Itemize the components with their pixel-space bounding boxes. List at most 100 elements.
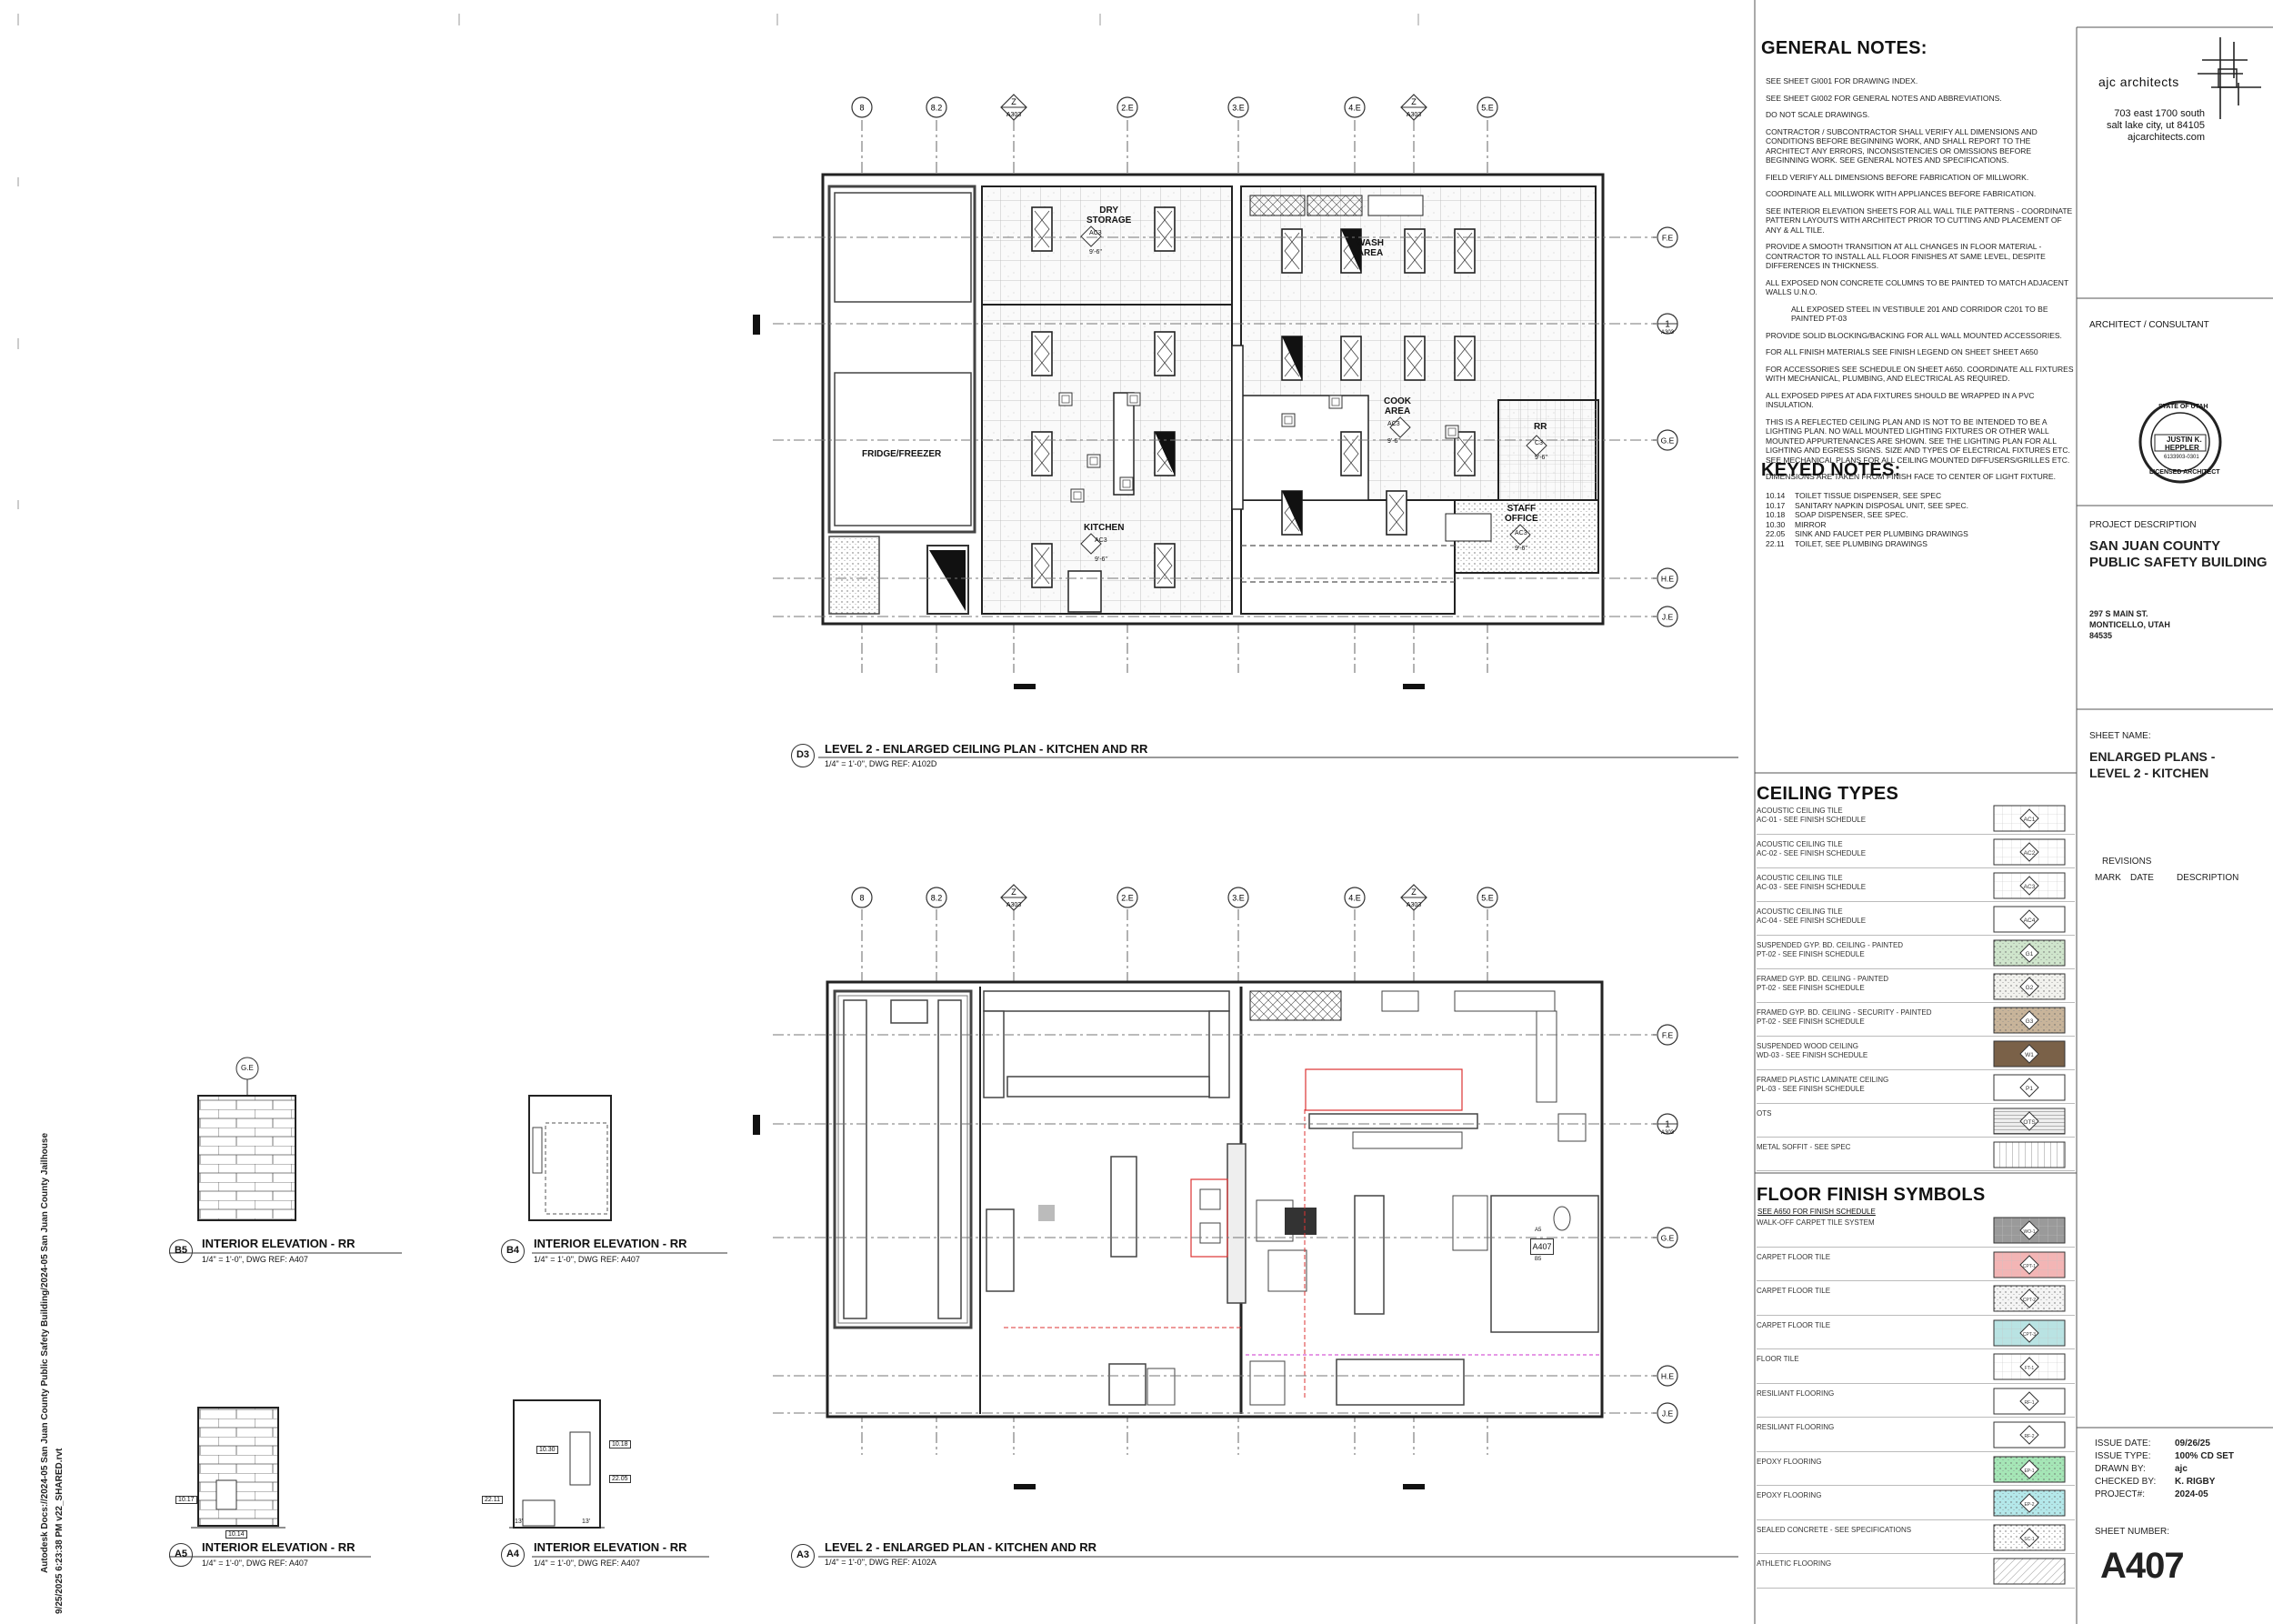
project-address-3: 84535 [2089, 631, 2113, 640]
file-path-stamp: 9/25/2025 6:23:38 PM v22_SHARED.rvt [55, 1448, 65, 1614]
svg-text:AC4: AC4 [2024, 917, 2036, 924]
sheet-name-1: ENLARGED PLANS - [2089, 749, 2216, 764]
svg-text:EP-1: EP-1 [2024, 1469, 2034, 1474]
legend-swatch: AC1 [1993, 805, 2066, 832]
ceiling-height: 9'-6" [1387, 438, 1400, 445]
grid-row-ref: A303 [1661, 1130, 1675, 1136]
elevation-a5 [191, 1407, 285, 1529]
seal-name-1: JUSTIN K. [2167, 436, 2202, 444]
general-note: ALL EXPOSED STEEL IN VESTIBULE 201 AND C… [1791, 304, 2048, 324]
elevation-grid-bubble: G.E [241, 1064, 254, 1072]
legend-swatch: EP-2 [1993, 1489, 2066, 1517]
ceiling-tag: AC3 [1095, 537, 1107, 544]
grid-row-label: 1 [1665, 1120, 1670, 1130]
section-marker: Z [1411, 97, 1417, 106]
elevation-b4 [528, 1095, 612, 1221]
section-marker: Z [1011, 887, 1016, 897]
seal-bottom: LICENSED ARCHITECT [2149, 469, 2220, 476]
legend-swatch: FT-1 [1993, 1353, 2066, 1380]
ceiling-tag: AC3 [1387, 421, 1400, 427]
legend-item-label: CARPET FLOOR TILE [1757, 1252, 1831, 1261]
legend-item-label: ACOUSTIC CEILING TILE AC-02 - SEE FINISH… [1757, 840, 1867, 857]
grid-row-label: 1 [1665, 320, 1670, 330]
legend-item-label: FLOOR TILE [1757, 1355, 1799, 1363]
section-marker: Z [1411, 887, 1417, 897]
section-marker-ref: A303 [1407, 902, 1421, 908]
architect-seal [2138, 400, 2222, 484]
general-note: DO NOT SCALE DRAWINGS. [1766, 110, 1870, 119]
general-note: THIS IS A REFLECTED CEILING PLAN AND IS … [1766, 416, 2070, 465]
revision-mark-header: MARK [2095, 873, 2121, 883]
legend-swatch: CPT-2 [1993, 1285, 2066, 1312]
grid-row-label: J.E [1662, 1409, 1674, 1418]
legend-item-label: EPOXY FLOORING [1757, 1457, 1822, 1466]
project-label: PROJECT DESCRIPTION [2089, 520, 2197, 530]
sheet-info-label: PROJECT#: [2095, 1489, 2146, 1499]
grid-bubble-label: 3.E [1232, 894, 1245, 903]
legend-swatch [1993, 1141, 2066, 1168]
seal-top: STATE OF UTAH [2158, 404, 2208, 410]
legend-swatch: AC2 [1993, 838, 2066, 866]
ceiling-tag: C3 [1535, 440, 1543, 446]
view-d3-scale: 1/4" = 1'-0", DWG REF: A102D [825, 759, 937, 768]
legend-item-label: CARPET FLOOR TILE [1757, 1320, 1831, 1329]
legend-item-label: FRAMED GYP. BD. CEILING - PAINTED PT-02 … [1757, 975, 1889, 992]
elevation-b5 [197, 1057, 296, 1221]
sheet-info-label: ISSUE TYPE: [2095, 1451, 2151, 1461]
grid-bubble-label: 5.E [1481, 894, 1494, 903]
legend-item-label: ACOUSTIC CEILING TILE AC-01 - SEE FINISH… [1757, 807, 1867, 824]
room-label-wash-area: WASH AREA [1357, 238, 1384, 258]
legend-item-label: FRAMED GYP. BD. CEILING - SECURITY - PAI… [1757, 1008, 1932, 1026]
view-a3-title: LEVEL 2 - ENLARGED PLAN - KITCHEN AND RR [825, 1540, 1097, 1554]
grid-row-label: H.E [1661, 575, 1675, 584]
legend-item-label: RESILIANT FLOORING [1757, 1388, 1835, 1398]
firm-website: ajcarchitects.com [2128, 132, 2205, 143]
general-note: SEE SHEET GI002 FOR GENERAL NOTES AND AB… [1766, 93, 2002, 103]
grid-bubble-label: 8 [859, 894, 864, 903]
view-b4-title: INTERIOR ELEVATION - RR [534, 1237, 687, 1250]
elevation-note: 22.05 [609, 1475, 631, 1483]
grid-row-label: F.E [1662, 1031, 1674, 1040]
section-marker-ref: A303 [1006, 902, 1021, 908]
view-b4-number: B4 [501, 1239, 525, 1263]
legend-swatch: SC-1 [1993, 1524, 2066, 1550]
general-note: DIMENSIONS ARE TAKEN FROM FINISH FACE TO… [1766, 472, 2056, 481]
general-note: PROVIDE A SMOOTH TRANSITION AT ALL CHANG… [1766, 242, 2046, 270]
svg-text:CPT-3: CPT-3 [2023, 1332, 2036, 1338]
firm-address-1: 703 east 1700 south [2114, 108, 2205, 119]
room-label-rr: RR [1534, 422, 1547, 432]
legend-swatch [1993, 1558, 2066, 1585]
grid-bubble-label: 8 [859, 104, 864, 113]
svg-text:CPT-2: CPT-2 [2023, 1298, 2036, 1303]
ceiling-height: 9'-6" [1515, 546, 1527, 552]
general-note: FOR ALL FINISH MATERIALS SEE FINISH LEGE… [1766, 347, 2038, 356]
grid-bubble-label: 2.E [1121, 104, 1134, 113]
legend-swatch: W1 [1993, 1040, 2066, 1068]
general-note: FIELD VERIFY ALL DIMENSIONS BEFORE FABRI… [1766, 172, 2029, 182]
section-marker-ref: A303 [1006, 112, 1021, 118]
room-label-staff-office: STAFF OFFICE [1505, 504, 1538, 524]
keyed-notes-title: KEYED NOTES: [1761, 460, 1901, 480]
legend-swatch: CPT-1 [1993, 1251, 2066, 1278]
svg-text:G3: G3 [2026, 1018, 2034, 1025]
svg-text:AC3: AC3 [2024, 884, 2036, 890]
legend-swatch: OTS [1993, 1108, 2066, 1135]
sheet-number-label: SHEET NUMBER: [2095, 1527, 2170, 1537]
svg-text:SC-1: SC-1 [2024, 1537, 2035, 1542]
floor-finish-title: FLOOR FINISH SYMBOLS [1757, 1185, 1986, 1205]
ceiling-height: 9'-6" [1089, 249, 1102, 256]
consultant-label: ARCHITECT / CONSULTANT [2089, 320, 2209, 330]
grid-bubble-label: 4.E [1348, 894, 1361, 903]
legend-item-label: EPOXY FLOORING [1757, 1491, 1822, 1499]
elevation-a4 [509, 1399, 605, 1529]
svg-text:WO-1: WO-1 [2023, 1229, 2035, 1235]
general-note: SEE INTERIOR ELEVATION SHEETS FOR ALL WA… [1766, 206, 2073, 235]
legend-swatch: AC3 [1993, 872, 2066, 899]
